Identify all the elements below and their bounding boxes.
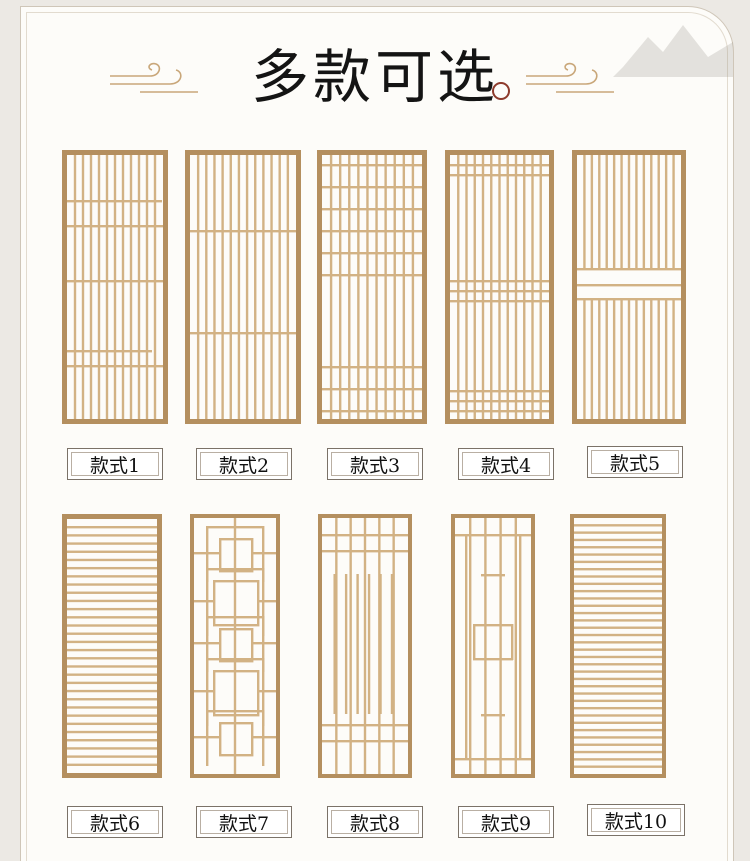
style-label-1: 款式1 [67, 448, 163, 480]
ink-landscape-icon [613, 25, 733, 77]
style-label-9: 款式9 [458, 806, 554, 838]
screen-panel-2 [185, 150, 301, 424]
style-label-3: 款式3 [327, 448, 423, 480]
style-label-4: 款式4 [458, 448, 554, 480]
screen-panel-4 [445, 150, 554, 424]
style-label-5: 款式5 [587, 446, 683, 478]
style-label-2: 款式2 [196, 448, 292, 480]
screen-panel-7 [190, 514, 280, 778]
screen-panel-9 [451, 514, 535, 778]
page-title: 多款可选 [250, 43, 499, 111]
screen-panel-5 [572, 150, 686, 424]
style-label-7: 款式7 [196, 806, 292, 838]
screen-panel-1 [62, 150, 168, 424]
style-label-8: 款式8 [327, 806, 423, 838]
red-seal-icon [492, 82, 510, 100]
cloud-swirl-icon [110, 62, 198, 93]
screen-panel-8 [318, 514, 412, 778]
style-label-10: 款式10 [587, 804, 685, 836]
screen-panel-6 [62, 514, 162, 778]
cloud-swirl-icon [526, 62, 614, 93]
screen-panel-10 [570, 514, 666, 778]
screen-panel-3 [317, 150, 427, 424]
style-label-6: 款式6 [67, 806, 163, 838]
